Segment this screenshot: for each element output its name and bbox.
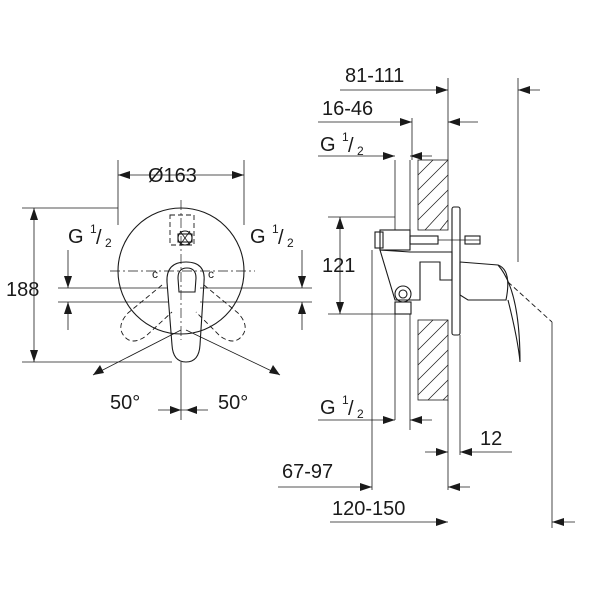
svg-text:G: G — [68, 226, 84, 248]
angle-left-label: 50° — [110, 392, 140, 414]
cold-marker: c — [152, 267, 158, 281]
wall-lower — [417, 319, 449, 401]
svg-text:1: 1 — [342, 130, 349, 144]
thread-top-label: G 1 / 2 — [320, 130, 364, 158]
thread-left-arrow-top — [64, 276, 72, 288]
thread-right-arrow-top — [298, 276, 306, 288]
svg-text:G: G — [320, 397, 336, 419]
dia-arrow-left — [118, 171, 130, 179]
valve-top-block — [379, 229, 411, 251]
svg-text:/: / — [348, 135, 354, 157]
angle-baseline-arrow-l — [170, 406, 181, 414]
valve-body — [374, 160, 481, 420]
lever-handle — [166, 261, 205, 363]
dim-120-150: 120-150 — [332, 498, 405, 520]
height-label: 188 — [6, 279, 39, 301]
angle-line-right — [185, 329, 281, 376]
angle-baseline-arrow-r — [186, 406, 197, 414]
svg-text:1: 1 — [272, 222, 279, 236]
angle-line-left — [92, 329, 182, 376]
lever-rotated-left — [120, 284, 173, 342]
dim-121: 121 — [322, 255, 355, 277]
svg-text:G: G — [250, 226, 266, 248]
diverter-knob — [177, 230, 193, 246]
diameter-label: Ø163 — [148, 165, 197, 187]
dim-67-97: 67-97 — [282, 461, 333, 483]
svg-text:/: / — [96, 227, 102, 249]
angle-arrow-left — [93, 365, 104, 375]
angle-arrow-right — [269, 365, 280, 375]
hot-marker: c — [208, 267, 214, 281]
thread-left-arrow-bottom — [64, 302, 72, 314]
thread-left-label: G 1 / 2 — [68, 222, 112, 250]
svg-text:1: 1 — [342, 393, 349, 407]
svg-text:/: / — [278, 227, 284, 249]
svg-text:2: 2 — [357, 407, 364, 421]
svg-text:2: 2 — [105, 236, 112, 250]
thread-bottom-label: G 1 / 2 — [320, 393, 364, 421]
wall-hatching — [417, 159, 449, 401]
valve-lower-body — [379, 249, 453, 301]
upper-valve-hidden — [169, 214, 195, 246]
h188-arrow-bottom — [30, 350, 38, 362]
svg-text:G: G — [320, 134, 336, 156]
svg-text:2: 2 — [287, 236, 294, 250]
angle-right-label: 50° — [218, 392, 248, 414]
dim-12: 12 — [480, 428, 502, 450]
svg-text:2: 2 — [357, 144, 364, 158]
svg-text:1: 1 — [90, 222, 97, 236]
thread-right-arrow-bottom — [298, 302, 306, 314]
lever-rotated-right — [195, 284, 246, 342]
dim-81-111: 81-111 — [345, 65, 404, 87]
h188-arrow-top — [30, 208, 38, 220]
side-lever — [459, 261, 553, 363]
side-view: 81-111 16-46 G 1 / 2 121 G 1 — [278, 65, 575, 528]
thread-right-label: G 1 / 2 — [250, 222, 294, 250]
svg-text:/: / — [348, 398, 354, 420]
front-view: c c Ø163 188 — [6, 160, 312, 420]
dim-16-46: 16-46 — [322, 98, 373, 120]
side-escutcheon — [451, 206, 461, 336]
dia-arrow-right — [232, 171, 244, 179]
